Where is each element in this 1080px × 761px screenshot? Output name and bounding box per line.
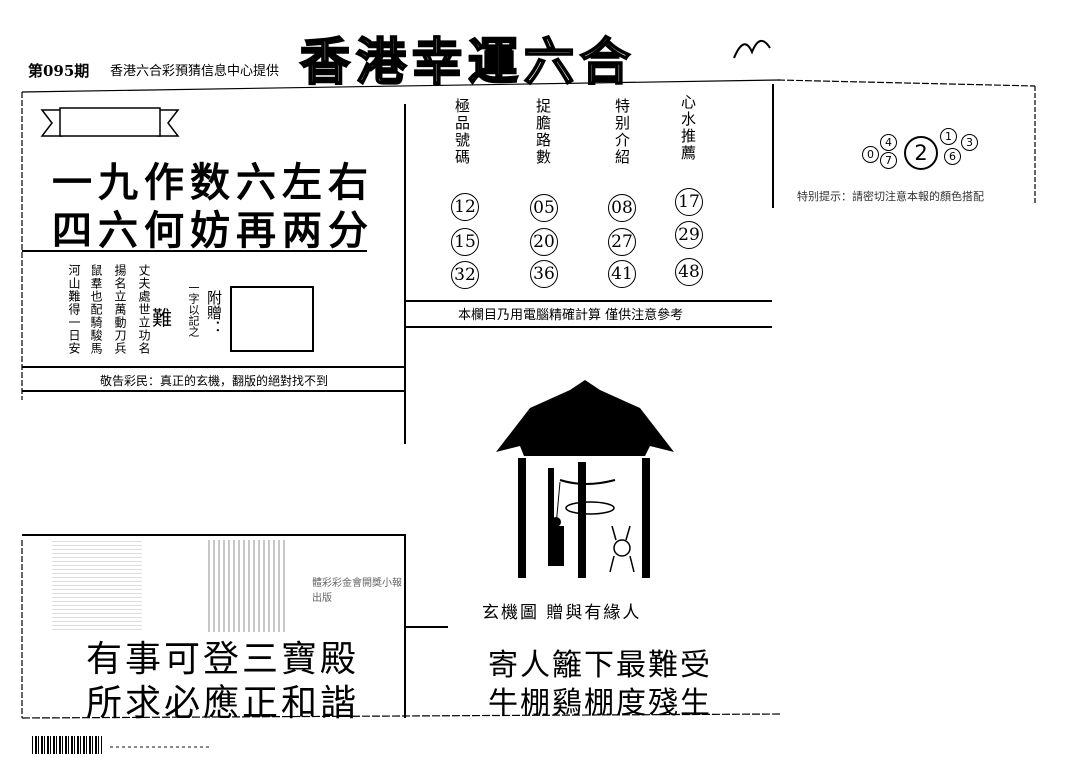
calc-note-line [404, 300, 772, 302]
bottom-left-line-1: 有事可登三寶殿 [86, 639, 360, 680]
poem-line-2: 四六何妨再两分 [52, 207, 374, 254]
small-ball: 0 [862, 146, 879, 163]
number-ball: 08 [608, 194, 636, 222]
bottom-left-line-2: 所求必應正和諧 [86, 683, 360, 724]
category-2: 捉膽路數 [534, 98, 552, 166]
verse-line-1: 丈夫處世立功名 [137, 264, 151, 355]
riddle-answer: 難 [152, 306, 172, 330]
faded-smudge [208, 540, 288, 632]
number-ball: 15 [451, 228, 479, 256]
caption-left-line [404, 626, 448, 628]
small-ball: 1 [940, 128, 957, 145]
number-ball: 20 [530, 228, 558, 256]
number-ball: 36 [530, 260, 558, 288]
picture-caption: 玄機圖 贈與有緣人 [482, 603, 642, 623]
verse-line-2: 揚名立萬動刀兵 [113, 264, 127, 355]
poem-line-1: 一九作数六左右 [52, 159, 374, 206]
category-3: 特别介紹 [613, 98, 631, 166]
number-ball: 27 [608, 228, 636, 256]
warning-bottom-line [22, 390, 404, 392]
provider-text: 香港六合彩預猜信息中心提供 [110, 64, 280, 79]
verse-block: 河山難得一日安 鼠羣也配騎駿馬 揚名立萬動刀兵 丈夫處世立功名 [66, 264, 166, 374]
title-flourish-icon [730, 28, 772, 68]
middle-divider [404, 326, 772, 328]
calc-note: 本欄目乃用電腦精確計算 僅供注意參考 [458, 308, 684, 323]
faded-top-line [22, 534, 404, 536]
riddle-label: 一字以記之 [187, 282, 200, 337]
small-ball: 3 [961, 134, 978, 151]
bottom-right-line-1: 寄人籬下最難受 [488, 648, 712, 683]
gift-label: 附贈： [205, 290, 223, 335]
gift-box [230, 286, 314, 352]
category-1: 極品號碼 [453, 98, 471, 166]
faded-text: 體彩彩金會開獎小報出版 [312, 578, 402, 604]
verse-line-3: 鼠羣也配騎駿馬 [89, 264, 103, 355]
number-ball: 29 [675, 221, 703, 249]
faded-smudge [52, 540, 142, 630]
barcode [32, 736, 102, 754]
small-ball: 6 [944, 148, 961, 165]
small-ball: 4 [880, 134, 897, 151]
small-ball: 7 [880, 152, 897, 169]
number-ball: 17 [675, 188, 703, 216]
number-ball: 41 [608, 260, 636, 288]
bottom-right-line-2: 牛棚鷄棚度殘生 [488, 686, 712, 721]
barcode-dots [110, 746, 210, 748]
verse-line-4: 河山難得一日安 [67, 264, 81, 355]
number-ball: 05 [530, 194, 558, 222]
column-divider-right [772, 84, 774, 208]
number-ball: 48 [675, 258, 703, 286]
tip-text: 特别提示：請密切注意本報的顏色搭配 [797, 190, 984, 203]
column-divider-left [404, 104, 406, 444]
number-ball: 12 [451, 193, 479, 221]
warning-text: 敬告彩民：真正的玄機，翻版的絕對找不到 [100, 374, 329, 388]
page-title: 香港幸運六合 [299, 31, 636, 92]
small-ball-large: 2 [904, 136, 938, 170]
issue-number: 第095期 [28, 62, 90, 80]
warning-divider [22, 366, 404, 368]
category-4: 心水推薦 [679, 94, 697, 162]
pavilion-illustration [496, 380, 674, 578]
number-ball: 32 [451, 261, 479, 289]
ribbon-banner-icon [40, 107, 180, 137]
faded-box: 體彩彩金會開獎小報出版 有事可登三寶殿 所求必應正和諧 [22, 534, 404, 724]
poem-box: 一九作数六左右 四六何妨再两分 [22, 92, 404, 254]
poem-divider [22, 250, 367, 252]
